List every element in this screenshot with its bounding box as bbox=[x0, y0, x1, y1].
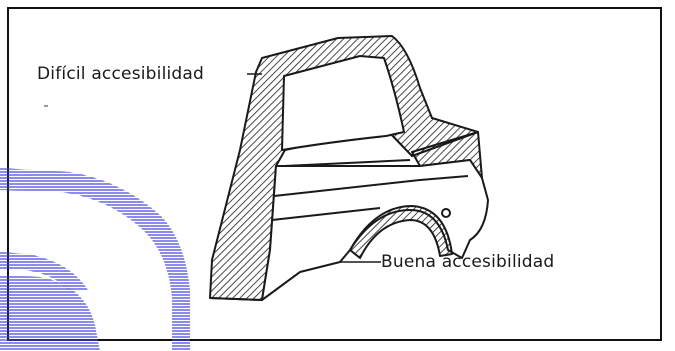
callout-buena-accesibilidad: Buena accesibilidad bbox=[381, 252, 555, 272]
callout-dificil-accesibilidad: Difícil accesibilidad bbox=[37, 64, 205, 84]
rear-quarter-panel bbox=[209, 35, 489, 301]
watermark-logo-icon bbox=[0, 168, 190, 351]
